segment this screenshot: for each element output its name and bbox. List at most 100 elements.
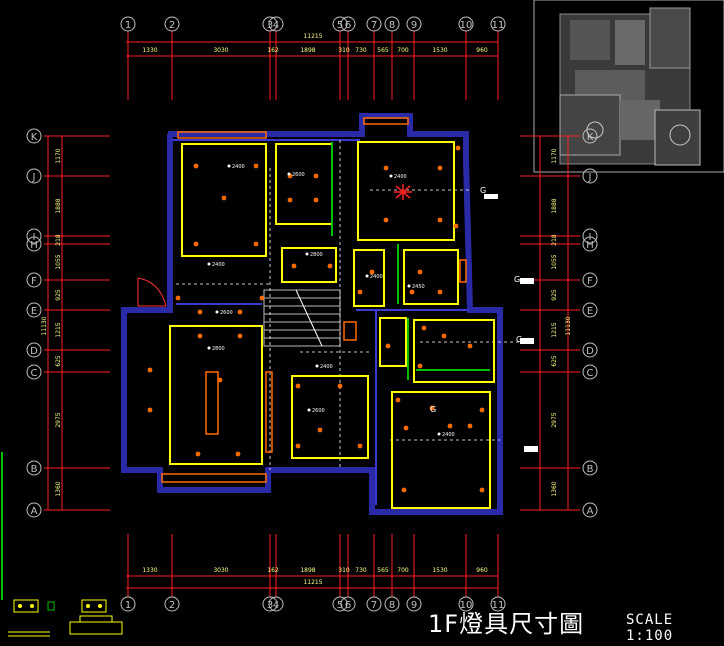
svg-text:G: G (430, 405, 436, 414)
column-bubble (340, 16, 356, 32)
column-bubble (384, 16, 400, 32)
row-bubble (582, 272, 598, 288)
column-label: 3 (267, 20, 273, 31)
fixture-dot (253, 241, 259, 247)
dimension-value: 1055 (55, 254, 62, 269)
fixture-dot (383, 165, 389, 171)
dimension-value: 218 (551, 234, 558, 246)
dimension-value: 1530 (432, 47, 447, 54)
column-label: 4 (273, 20, 279, 31)
fixture-dot (455, 145, 461, 151)
dimension-value: 218 (55, 234, 62, 246)
column-bubble (406, 16, 422, 32)
row-label: A (31, 506, 38, 517)
dimension-value: 1215 (55, 322, 62, 337)
fixture-marker (365, 274, 369, 278)
fixture-dot (193, 163, 199, 169)
ceiling-outline (275, 143, 333, 225)
column-label: 7 (371, 20, 377, 31)
fixture-marker (215, 310, 219, 314)
fixture-marker (305, 252, 309, 256)
dimension-value: 1888 (55, 198, 62, 213)
dimension-value: 960 (476, 47, 488, 54)
row-label: K (31, 132, 38, 143)
fixture-dot (401, 487, 407, 493)
fixture-dot (287, 197, 293, 203)
ceiling-outline (413, 319, 495, 383)
dimension-value: 925 (551, 289, 558, 301)
fixture-label: 2400 (212, 262, 225, 268)
column-label: 2 (169, 600, 175, 611)
column-bubble (458, 596, 474, 612)
fixture-label: 2600 (312, 408, 325, 414)
column-bubble (332, 596, 348, 612)
ceiling-outline (391, 391, 491, 509)
fixture-dot (317, 427, 323, 433)
dimension-value: 3030 (213, 567, 228, 574)
dimension-value: 925 (55, 289, 62, 301)
column-label: 1 (125, 600, 131, 611)
fixture-label: 2400 (232, 164, 245, 170)
dimension-value: 1898 (300, 47, 315, 54)
fixture-dot (197, 309, 203, 315)
dimension-value: 1170 (551, 148, 558, 163)
row-bubble (582, 128, 598, 144)
fixture-dot (479, 407, 485, 413)
fixture-dot (217, 377, 223, 383)
dimension-value: 960 (476, 567, 488, 574)
column-bubble (120, 16, 136, 32)
dimension-value: 1888 (551, 198, 558, 213)
row-label: C (587, 368, 594, 379)
column-bubble (406, 596, 422, 612)
dimension-value: 11215 (303, 579, 322, 586)
green-strips (1, 142, 490, 600)
column-label: 7 (371, 600, 377, 611)
row-label: E (587, 306, 593, 317)
wall-light-bars (161, 117, 467, 483)
fixture-marker (307, 408, 311, 412)
fixture-dot (291, 263, 297, 269)
section-markers: G G G G (430, 186, 538, 452)
fixture-dot (385, 343, 391, 349)
row-bubble (582, 168, 598, 184)
column-label: 11 (492, 600, 505, 611)
ceiling-outline (281, 247, 337, 283)
column-label: 10 (460, 20, 473, 31)
row-bubble (26, 342, 42, 358)
row-bubble (26, 302, 42, 318)
dimension-value: 565 (377, 567, 389, 574)
column-bubble (458, 16, 474, 32)
column-label: 3 (267, 600, 273, 611)
fixture-label: 2600 (220, 310, 233, 316)
fixture-marker (315, 364, 319, 368)
walls (121, 113, 503, 515)
viewport-thumbnail[interactable] (533, 0, 724, 173)
row-label: K (587, 132, 594, 143)
ceiling-outline (403, 249, 459, 305)
dimension-value: 11130 (565, 316, 572, 335)
fixture-label: 2400 (370, 274, 383, 280)
dimension-value: 310 (338, 47, 350, 54)
fixture-dot (195, 451, 201, 457)
dimension-value: 1360 (55, 481, 62, 496)
ceiling-outlines (169, 141, 495, 509)
dimension-value: 2975 (551, 412, 558, 427)
wall-fill-lines (172, 139, 468, 505)
chandelier-symbol (394, 184, 412, 200)
row-bubble (582, 228, 598, 244)
row-label: F (587, 276, 593, 287)
fixture-marker (437, 432, 441, 436)
column-bubble (262, 596, 278, 612)
fixture-dot (327, 263, 333, 269)
dimension-value: 700 (397, 567, 409, 574)
row-bubble (26, 228, 42, 244)
row-bubble (582, 236, 598, 252)
row-label: A (587, 506, 594, 517)
ceiling-outline (181, 143, 267, 257)
column-label: 10 (460, 600, 473, 611)
fixture-dot (403, 425, 409, 431)
column-label: 4 (273, 600, 279, 611)
